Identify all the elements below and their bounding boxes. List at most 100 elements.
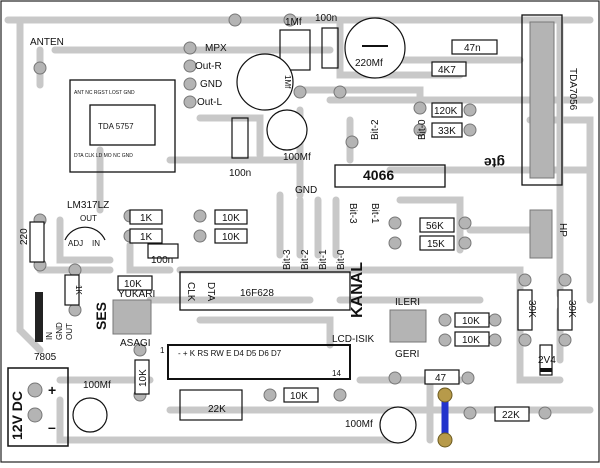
bit1-label: Bit-1 — [369, 203, 380, 224]
pic-label: 16F628 — [240, 288, 274, 299]
pic-16f628 — [179, 271, 351, 311]
res-22k-label: 22K — [502, 410, 520, 421]
tda7056-label: TDA7056 — [567, 68, 578, 111]
res-120k — [431, 102, 463, 118]
res-39k-b — [557, 289, 573, 331]
ses-label: SES — [93, 302, 109, 330]
res-10k-f-label: 10K — [138, 369, 149, 387]
res-47 — [424, 369, 460, 385]
res-1k-c — [64, 274, 80, 306]
cap-1mf-top: 1Mf — [279, 17, 311, 71]
geri-label: GERI — [395, 349, 419, 360]
cap-100mf-l-label: 100Mf — [83, 380, 111, 391]
pot-22k-label: 22K — [208, 404, 226, 415]
hp-label: HP — [557, 223, 568, 237]
dta-label: DTA — [205, 282, 216, 302]
ileri-label: ILERI — [395, 297, 420, 308]
res-10k-e — [454, 331, 490, 347]
reg-out-label: OUT — [65, 323, 74, 340]
fm-pins-bottom: DTA CLK LD MO NC GND — [74, 153, 133, 159]
pot-22k — [179, 389, 243, 421]
jumper-pad-bottom — [437, 432, 453, 448]
kanal-button — [389, 309, 427, 343]
bit1b-label: Bit-1 — [318, 249, 329, 270]
v-2v4-label: 2V4 — [538, 355, 556, 366]
cap-100mf-b — [379, 406, 417, 444]
reg-gnd-label: GND — [55, 322, 64, 340]
res-10k-a — [214, 209, 248, 225]
yukari-label: YUKARI — [118, 289, 155, 300]
cap-100mf-mid: 100Mf — [266, 109, 311, 163]
bit0-label: Bit-0 — [417, 119, 428, 140]
reg-7805-tab — [35, 292, 43, 342]
reg-7805-label: 7805 — [34, 352, 57, 363]
res-15k-label: 15K — [427, 239, 445, 250]
cap-220mf-label: 220Mf — [355, 58, 383, 69]
asagi-label: ASAGI — [120, 338, 151, 349]
lcd-connector — [167, 344, 351, 380]
res-33k — [431, 122, 463, 138]
lcd-pin1-label: 1 — [160, 346, 165, 355]
res-1k-b — [129, 228, 163, 244]
fm-module: TDA 5757 ANT NC RGST LOST GND DTA CLK LD… — [69, 79, 176, 173]
kanal-label: KANAL — [349, 262, 366, 318]
res-10k-d — [454, 312, 490, 328]
cap-100n-c — [147, 243, 179, 259]
res-220-label: 220 — [19, 228, 30, 245]
res-39k-a-label: 39K — [526, 300, 537, 318]
res-39k-a — [517, 289, 533, 331]
dc-pad-plus — [27, 382, 43, 398]
dc-jack — [7, 367, 69, 447]
zener-band — [540, 368, 552, 372]
res-10k-b — [214, 228, 248, 244]
cap-100n-mid-label: 100n — [229, 168, 251, 179]
lm317-body — [64, 226, 106, 241]
lm-out-label: OUT — [80, 214, 97, 223]
hp-connector — [529, 209, 553, 259]
tda7056-header: TDA7056 — [521, 14, 578, 186]
jumper-pad-top — [437, 387, 453, 403]
clk-label: CLK — [185, 282, 196, 302]
lcd-isik-label: LCD-ISIK — [332, 334, 375, 345]
res-1k-b-label: 1K — [140, 232, 153, 243]
ic-4066 — [334, 164, 446, 188]
cap-100mf-mid-label: 100Mf — [283, 152, 311, 163]
res-39k-b-label: 39K — [566, 300, 577, 318]
res-10k-e-label: 10K — [462, 335, 480, 346]
res-4k7-label: 4K7 — [438, 65, 456, 76]
res-1k-a — [129, 209, 163, 225]
lm317-label: LM317LZ — [67, 200, 109, 211]
cap-1mf-b-label: 1Mf — [283, 75, 292, 89]
res-10k-g-label: 10K — [290, 391, 308, 402]
res-47n-label: 47n — [464, 43, 481, 54]
res-10k-g — [283, 387, 319, 403]
res-47n — [451, 39, 498, 55]
lcd-pin14-label: 14 — [332, 369, 341, 378]
cap-100n-top: 100n — [315, 13, 339, 69]
res-1k-a-label: 1K — [140, 213, 153, 224]
out-r-label: Out-R — [195, 61, 222, 72]
res-56k-label: 56K — [426, 221, 444, 232]
cap-100mf-b-label: 100Mf — [345, 419, 373, 430]
res-10k-f — [134, 359, 150, 395]
cap-100n-c-label: 100n — [151, 255, 173, 266]
res-10k-c-label: 10K — [124, 279, 142, 290]
res-10k-d-label: 10K — [462, 316, 480, 327]
lm-in-label: IN — [92, 239, 100, 248]
cap-100n-top-label: 100n — [315, 13, 337, 24]
cap-220mf: 220Mf — [344, 17, 406, 79]
res-1k-c-label: 1K — [74, 285, 83, 295]
res-10k-c — [117, 275, 153, 291]
dc-12v-label: 12V DC — [9, 391, 25, 440]
res-220 — [29, 221, 45, 263]
dc-pad-minus — [27, 407, 43, 423]
bit0b-label: Bit-0 — [336, 249, 347, 270]
bit2b-label: Bit-2 — [300, 249, 311, 270]
res-56k — [419, 217, 455, 233]
res-10k-b-label: 10K — [222, 232, 240, 243]
res-22k — [494, 406, 530, 422]
res-47-label: 47 — [435, 373, 447, 384]
fm-chip-label: TDA 5757 — [98, 122, 134, 131]
out-l-label: Out-L — [197, 97, 222, 108]
